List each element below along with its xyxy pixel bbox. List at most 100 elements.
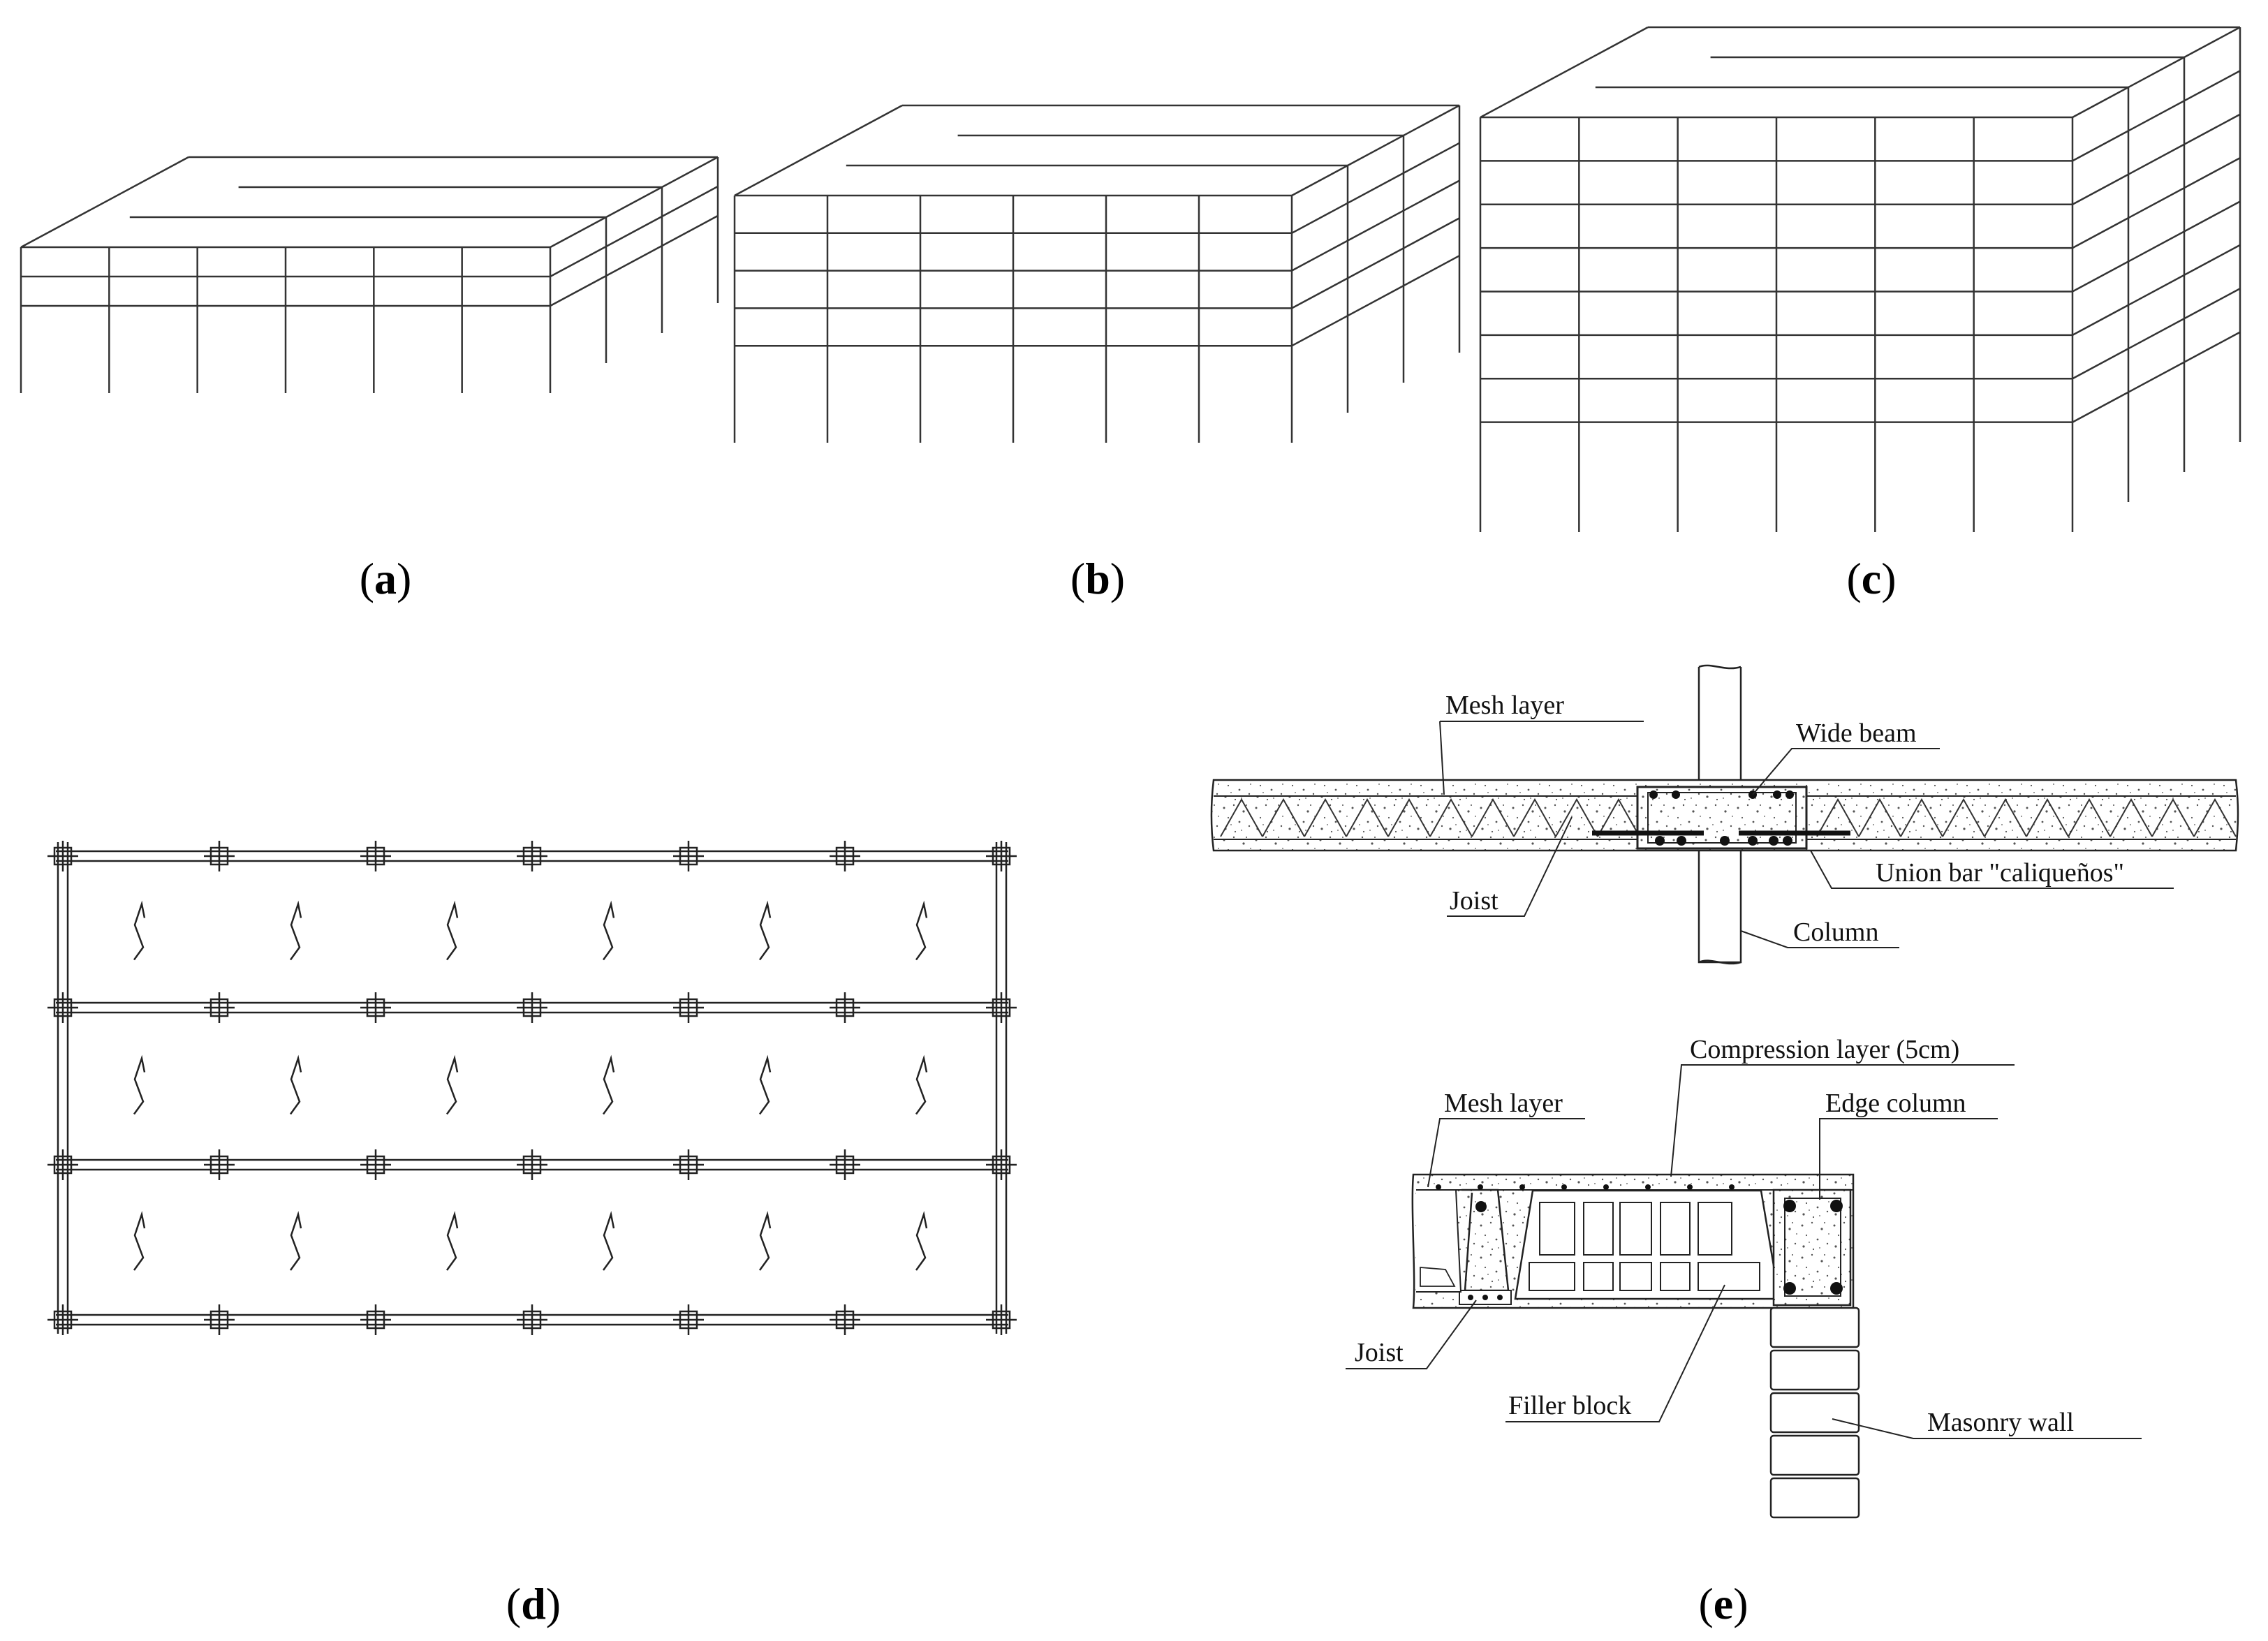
side-beam (550, 185, 719, 278)
top-bar (1672, 790, 1680, 799)
filler-cell (1698, 1262, 1760, 1291)
label-edge-column: Edge column (1825, 1089, 1966, 1118)
side-beam (1291, 255, 1460, 347)
label-masonry-wall: Masonry wall (1927, 1408, 2074, 1437)
bottom-bar (1720, 836, 1730, 846)
label-joist-bottom: Joist (1355, 1338, 1404, 1367)
caption-e: (e) (1698, 1579, 1748, 1628)
roof-edge (1480, 26, 1649, 119)
label-union-bar: Union bar "caliqueños" (1876, 858, 2124, 888)
side-beam (550, 156, 719, 249)
top-bar (1773, 790, 1781, 799)
filler-cell (1529, 1262, 1575, 1291)
bottom-bar (1677, 836, 1686, 846)
mesh-bar (1645, 1184, 1651, 1190)
span-direction-mark (758, 1054, 772, 1115)
masonry-block (1769, 1477, 1860, 1519)
mesh-bar (1603, 1184, 1609, 1190)
mesh-bar (1687, 1184, 1693, 1190)
masonry-block (1769, 1307, 1860, 1348)
filler-cell (1698, 1202, 1732, 1256)
side-beam (2072, 113, 2241, 205)
roof-edge (734, 104, 903, 197)
label-column: Column (1793, 918, 1878, 947)
label-mesh-layer-top: Mesh layer (1445, 691, 1564, 720)
leader-mesh-bottom (1427, 1118, 1585, 1188)
filler-cell (1660, 1262, 1691, 1291)
label-filler-block: Filler block (1508, 1391, 1631, 1420)
span-direction-mark (758, 1211, 772, 1271)
side-beam (2072, 244, 2241, 336)
bottom-bar (1655, 836, 1665, 846)
joist-truss-lines (1220, 797, 2237, 837)
bottom-bar (1769, 836, 1779, 846)
span-direction-mark (446, 900, 459, 961)
mesh-bar (1561, 1184, 1567, 1190)
bottom-bar (1748, 836, 1758, 846)
leader-filler (1505, 1284, 1725, 1422)
filler-cell (1583, 1202, 1614, 1256)
side-beam (2072, 70, 2241, 162)
span-direction-mark (915, 1054, 928, 1115)
side-beam (2072, 157, 2241, 249)
filler-cell (1619, 1262, 1652, 1291)
span-direction-mark (758, 900, 772, 961)
span-direction-mark (602, 1054, 615, 1115)
mesh-bar (1478, 1184, 1483, 1190)
span-direction-mark (446, 1054, 459, 1115)
span-direction-mark (602, 1211, 615, 1271)
masonry-block (1769, 1434, 1860, 1476)
label-joist-top: Joist (1450, 886, 1498, 915)
span-direction-mark (133, 1211, 146, 1271)
label-mesh-layer-bottom: Mesh layer (1444, 1089, 1563, 1118)
side-beam (550, 214, 719, 307)
floor-plan (47, 841, 1017, 1335)
span-direction-mark (602, 900, 615, 961)
frame-3d-8-storey (1479, 26, 2241, 532)
leader-masonry (1832, 1418, 2142, 1439)
filler-cell (1583, 1262, 1614, 1291)
frame-3d-5-storey (733, 104, 1461, 443)
leader-edge-column (1819, 1118, 1998, 1200)
leader-joist-top (1447, 816, 1573, 917)
top-bar (1649, 790, 1658, 799)
mesh-bar (1729, 1184, 1735, 1190)
leader-column (1740, 930, 1899, 948)
filler-cell (1660, 1202, 1691, 1256)
wide-beam-section: Mesh layer Wide beam Joist Union bar "ca… (1210, 664, 2239, 965)
span-direction-mark (289, 1211, 302, 1271)
side-beam (1291, 179, 1460, 272)
column-break-top (1698, 664, 1742, 670)
bottom-bar (1783, 836, 1792, 846)
caption-a: (a) (360, 554, 412, 603)
mesh-bar (1436, 1184, 1441, 1190)
filler-cell (1539, 1202, 1575, 1256)
caption-b: (b) (1070, 554, 1125, 603)
filler-cell (1619, 1202, 1652, 1256)
span-direction-mark (915, 1211, 928, 1271)
frame-3d-3-storey (20, 156, 719, 393)
leader-wide-beam (1752, 748, 1940, 795)
span-direction-mark (289, 900, 302, 961)
side-beam (2072, 331, 2241, 423)
side-beam (2072, 288, 2241, 380)
side-beam (1291, 104, 1460, 197)
caption-d: (d) (506, 1579, 561, 1628)
leader-union-bar (1810, 850, 2174, 889)
span-direction-mark (446, 1211, 459, 1271)
label-compression-layer: Compression layer (5cm) (1690, 1035, 1959, 1064)
side-beam (2072, 200, 2241, 293)
top-bar (1785, 790, 1794, 799)
mesh-bar (1519, 1184, 1525, 1190)
span-direction-mark (915, 900, 928, 961)
masonry-wall-blocks (1769, 1307, 1860, 1519)
edge-joist-section: Compression layer (5cm) Mesh layer Edge … (1346, 1035, 2142, 1519)
masonry-block (1769, 1349, 1860, 1391)
leader-joist-bottom (1346, 1300, 1477, 1369)
leader-compression (1670, 1064, 2015, 1177)
side-beam (1291, 142, 1460, 234)
side-beam (2072, 26, 2241, 119)
span-direction-mark (289, 1054, 302, 1115)
caption-c: (c) (1846, 554, 1896, 603)
